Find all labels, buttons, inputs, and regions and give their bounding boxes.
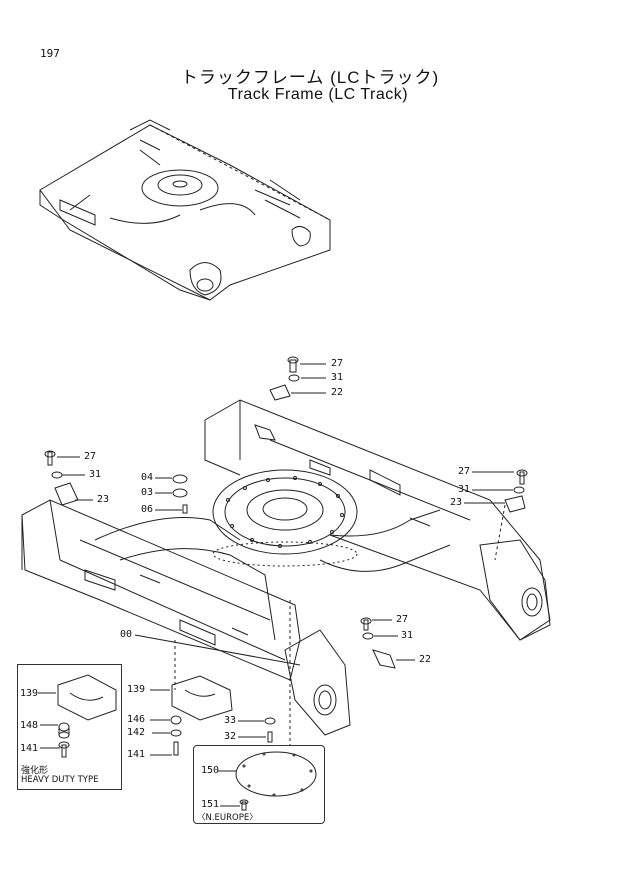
callout-150: 150 — [201, 765, 220, 776]
callout-27-left: 27 — [84, 451, 97, 462]
callout-151: 151 — [201, 799, 220, 810]
page-title-japanese: トラックフレーム (LCトラック) — [180, 68, 440, 87]
cover-plate-drawing — [218, 751, 317, 811]
callout-31-left: 31 — [89, 469, 102, 480]
callout-33: 33 — [224, 715, 237, 726]
callout-31-top: 31 — [331, 372, 344, 383]
callout-00: 00 — [120, 629, 133, 640]
callout-31-lower: 31 — [401, 630, 414, 641]
inset-callout-139: 139 — [20, 688, 39, 699]
heavy-duty-inset: 139 148 141 強化形 HEAVY DUTY TYPE — [17, 664, 122, 790]
callout-22-lower: 22 — [419, 654, 432, 665]
callout-139: 139 — [127, 684, 146, 695]
north-europe-label: 〈N.EUROPE〉 — [197, 813, 258, 823]
callout-146: 146 — [127, 714, 146, 725]
inset-callout-148: 148 — [20, 720, 39, 731]
page-number: 197 — [40, 47, 60, 60]
main-track-frame-drawing — [21, 399, 551, 745]
callout-32: 32 — [224, 731, 237, 742]
heavy-duty-label-en: HEAVY DUTY TYPE — [21, 775, 99, 785]
heavy-duty-label-jp: 強化形 — [21, 766, 49, 776]
north-europe-inset: 150 151 〈N.EUROPE〉 — [193, 745, 325, 824]
callout-04: 04 — [141, 472, 154, 483]
callout-27-lower: 27 — [396, 614, 409, 625]
callout-142: 142 — [127, 727, 146, 738]
hardware-parts — [44, 356, 528, 756]
callout-23-left: 23 — [97, 494, 110, 505]
overview-track-frame-drawing — [39, 119, 331, 301]
callout-27-right: 27 — [458, 466, 471, 477]
inset-callout-141: 141 — [20, 743, 39, 754]
callout-31-right: 31 — [458, 484, 471, 495]
callout-22-top: 22 — [331, 387, 344, 398]
callout-03: 03 — [141, 487, 154, 498]
heavy-duty-parts-drawing — [38, 674, 117, 758]
callout-141: 141 — [127, 749, 146, 760]
callout-06: 06 — [141, 504, 154, 515]
callout-27-top: 27 — [331, 358, 344, 369]
callout-23-right: 23 — [450, 497, 463, 508]
page-title-english: Track Frame (LC Track) — [227, 86, 409, 103]
